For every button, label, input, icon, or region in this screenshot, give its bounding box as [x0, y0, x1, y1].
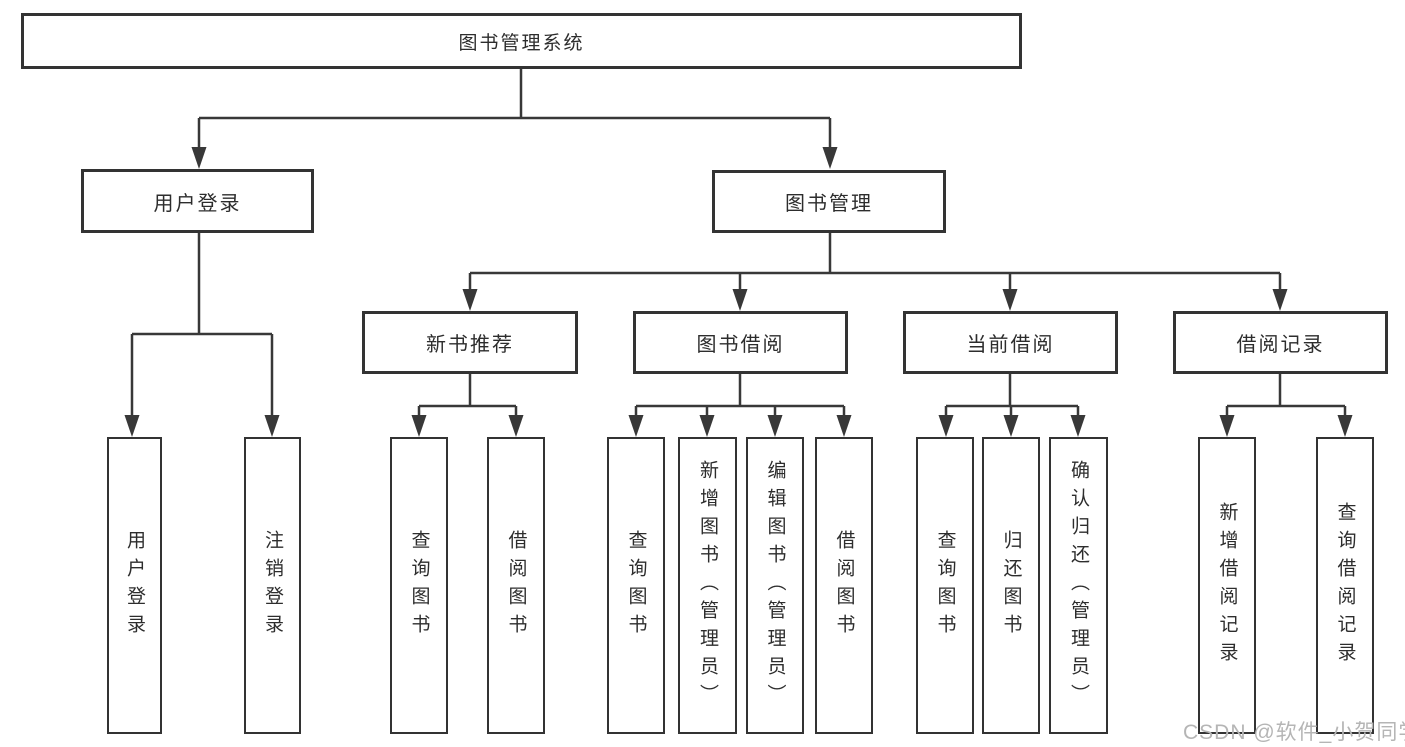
- node-user-login: 用户登录: [81, 169, 314, 233]
- node-root-label: 图书管理系统: [458, 32, 585, 54]
- leaf-return-book-label: 归还图书: [1000, 529, 1022, 642]
- node-borrow-records-label: 借阅记录: [1236, 334, 1325, 356]
- node-book-management: 图书管理: [712, 170, 946, 233]
- leaf-query-book-current-label: 查询图书: [934, 529, 956, 642]
- node-root: 图书管理系统: [21, 13, 1022, 69]
- leaf-query-borrow-record: 查询借阅记录: [1316, 437, 1374, 734]
- leaf-add-borrow-record: 新增借阅记录: [1198, 437, 1256, 734]
- leaf-edit-book-admin: 编辑图书（管理员）: [746, 437, 804, 734]
- leaf-user-login: 用户登录: [107, 437, 162, 734]
- node-user-login-label: 用户登录: [153, 192, 242, 215]
- leaf-query-book-recommend-label: 查询图书: [408, 529, 430, 642]
- leaf-add-book-admin-label: 新增图书（管理员）: [697, 459, 718, 712]
- node-new-book-recommend: 新书推荐: [362, 311, 578, 374]
- leaf-borrow-book: 借阅图书: [815, 437, 873, 734]
- leaf-logout-login: 注销登录: [244, 437, 301, 734]
- leaf-add-borrow-record-label: 新增借阅记录: [1216, 501, 1238, 670]
- node-book-borrow-label: 图书借阅: [696, 334, 785, 356]
- leaf-query-book-borrow-label: 查询图书: [625, 529, 647, 642]
- watermark: CSDN @软件_小贺同学: [1183, 721, 1405, 744]
- leaf-user-login-label: 用户登录: [124, 529, 145, 642]
- node-book-management-label: 图书管理: [785, 193, 873, 215]
- node-borrow-records: 借阅记录: [1173, 311, 1388, 374]
- node-new-book-recommend-label: 新书推荐: [426, 334, 514, 356]
- leaf-confirm-return-admin-label: 确认归还（管理员）: [1068, 459, 1089, 712]
- leaf-query-book-borrow: 查询图书: [607, 437, 665, 734]
- leaf-query-book-recommend: 查询图书: [390, 437, 448, 734]
- leaf-return-book: 归还图书: [982, 437, 1040, 734]
- leaf-confirm-return-admin: 确认归还（管理员）: [1049, 437, 1108, 734]
- node-current-borrow: 当前借阅: [903, 311, 1118, 374]
- leaf-edit-book-admin-label: 编辑图书（管理员）: [764, 459, 786, 712]
- node-book-borrow: 图书借阅: [633, 311, 848, 374]
- node-current-borrow-label: 当前借阅: [966, 334, 1055, 356]
- leaf-borrow-book-recommend: 借阅图书: [487, 437, 545, 734]
- leaf-logout-login-label: 注销登录: [262, 529, 283, 642]
- leaf-borrow-book-recommend-label: 借阅图书: [505, 529, 527, 642]
- leaf-query-book-current: 查询图书: [916, 437, 974, 734]
- arrowhead-group: [124, 147, 1353, 437]
- leaf-query-borrow-record-label: 查询借阅记录: [1334, 501, 1356, 670]
- leaf-add-book-admin: 新增图书（管理员）: [678, 437, 737, 734]
- leaf-borrow-book-label: 借阅图书: [833, 529, 855, 642]
